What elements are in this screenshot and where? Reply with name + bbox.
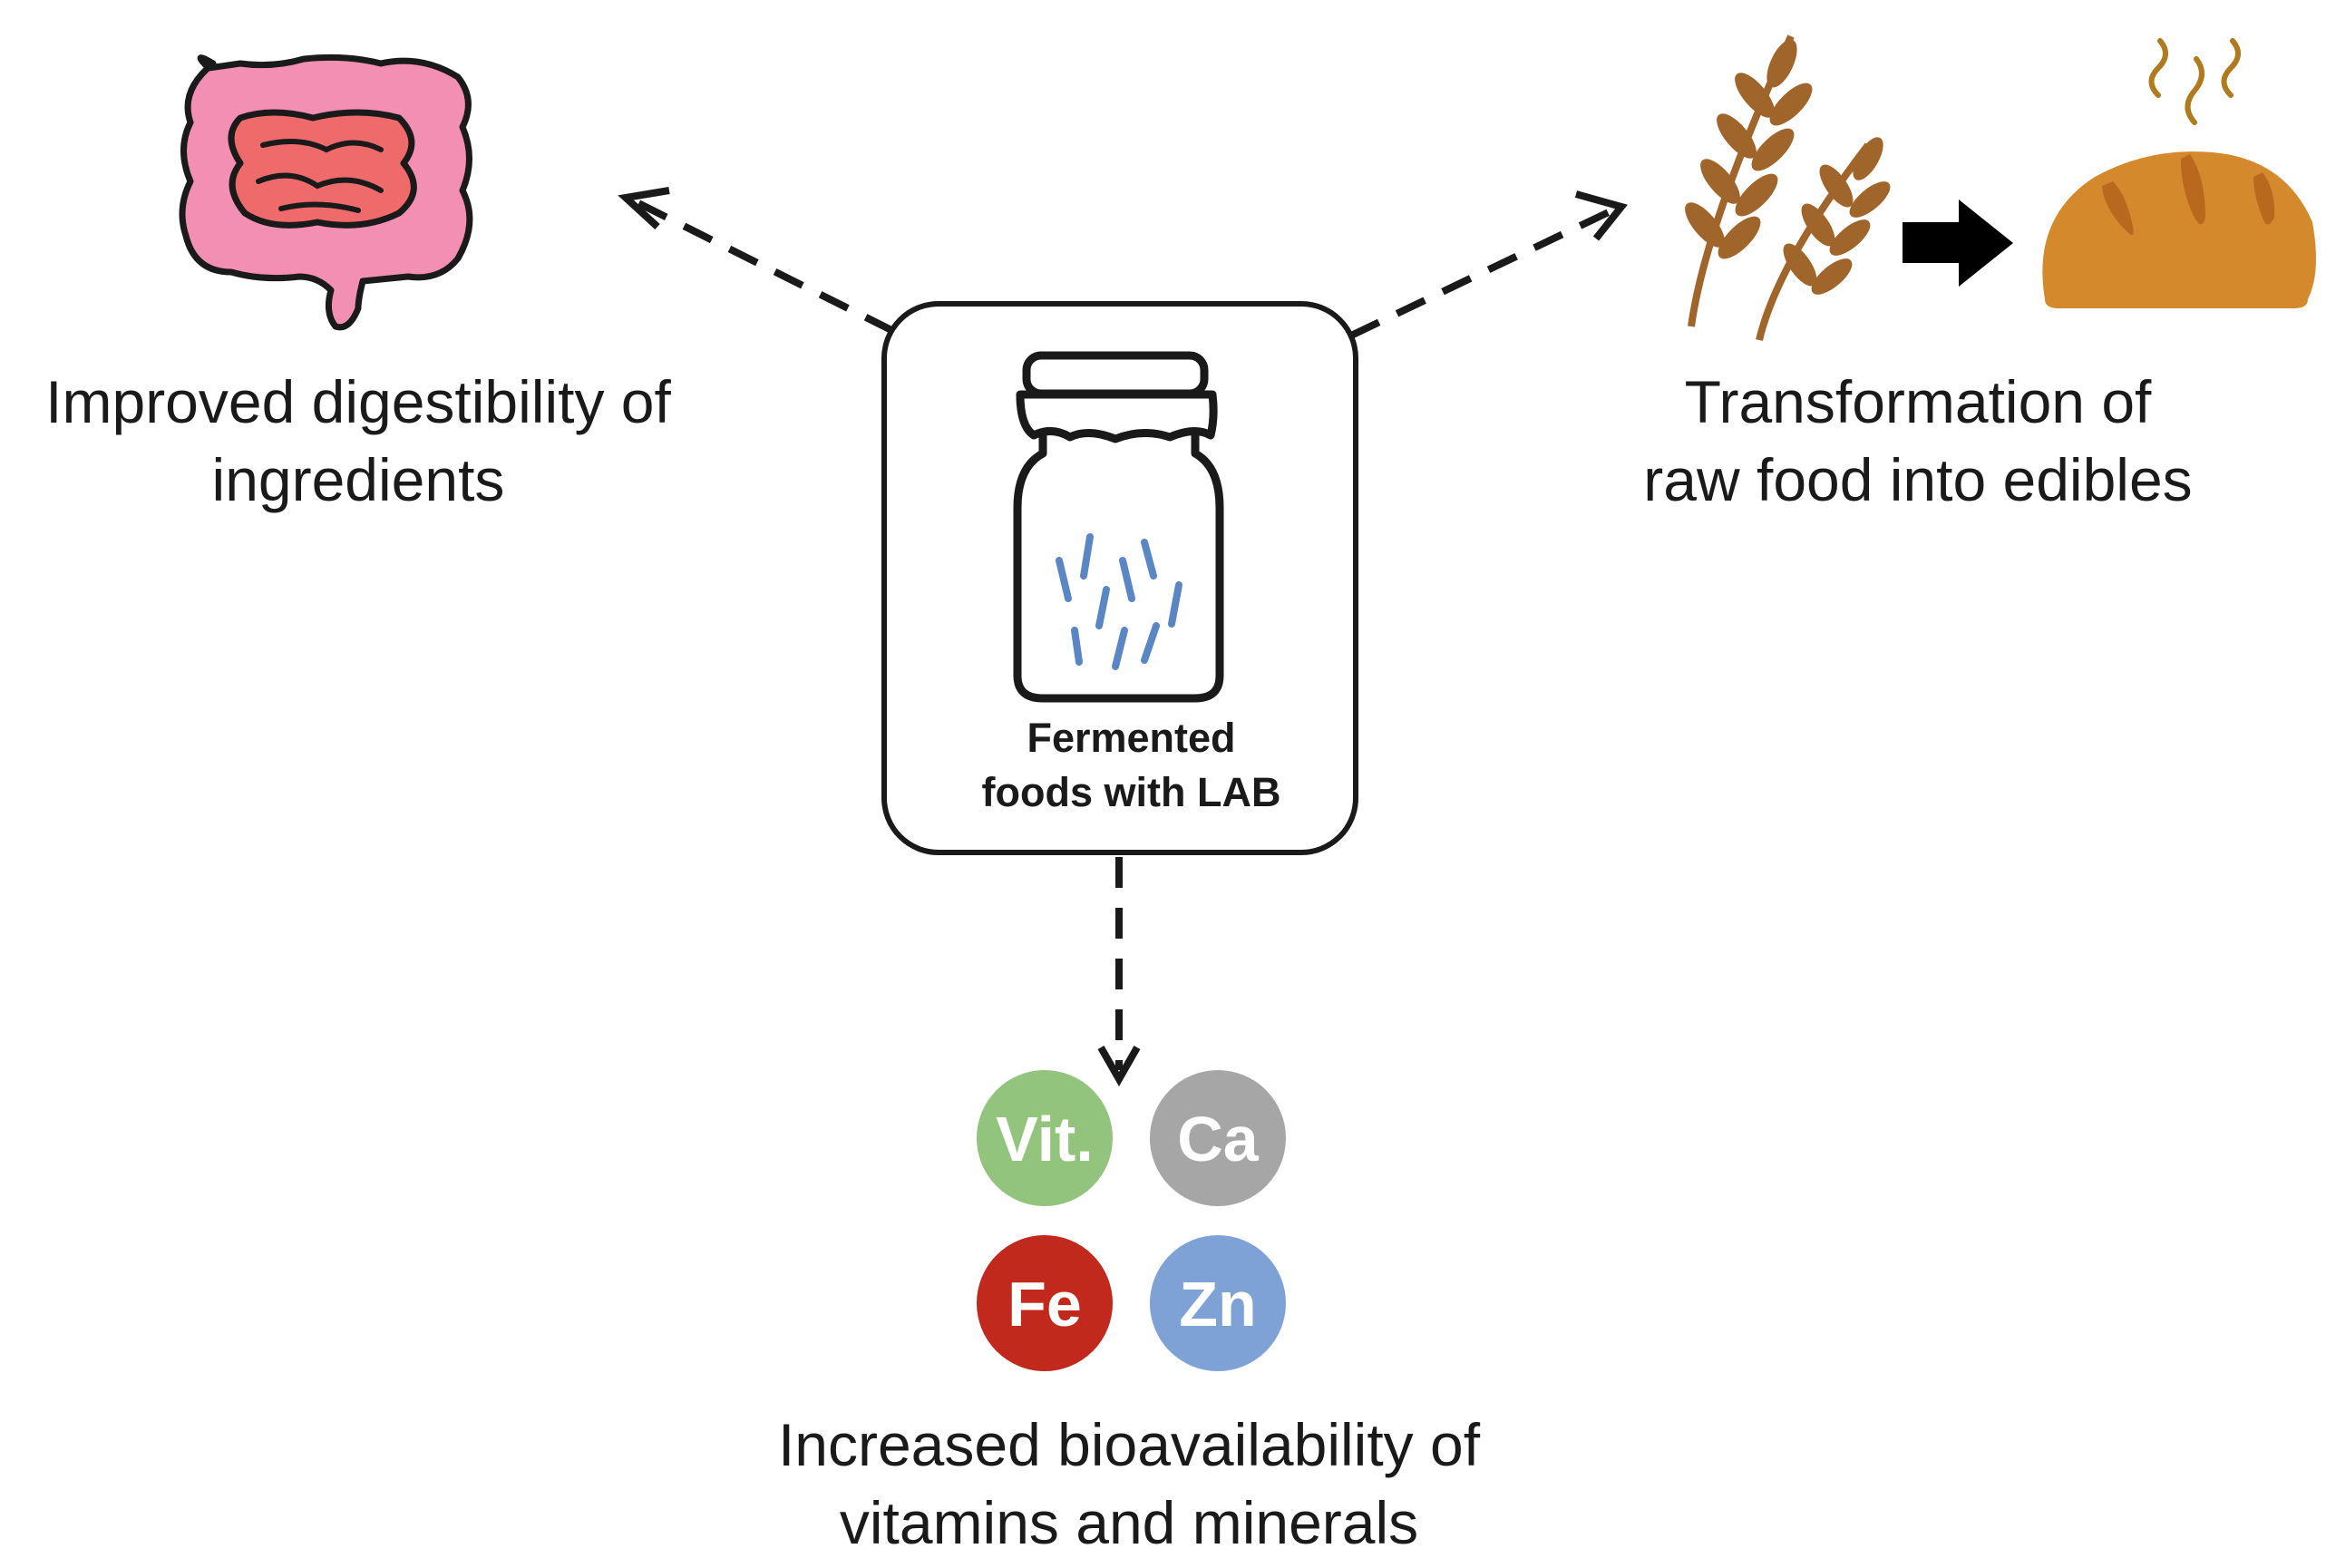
outcome-transformation-line2: raw food into edibles xyxy=(1643,446,2193,513)
right-arrow-icon xyxy=(1903,200,2013,287)
outcome-transformation-line1: Transformation of xyxy=(1684,368,2152,435)
center-label-line1: Fermented xyxy=(1027,715,1236,761)
outcome-bioavailability-label: Increased bioavailability of vitamins an… xyxy=(635,1406,1623,1562)
connector-bioavailability xyxy=(1097,857,1141,1087)
center-label-line2: foods with LAB xyxy=(981,769,1281,815)
center-label: Fermented foods with LAB xyxy=(884,711,1378,820)
nutrient-vitamins: Vit. xyxy=(973,1066,1116,1210)
outcome-bioavailability-line1: Increased bioavailability of xyxy=(777,1411,1481,1478)
connector-digestibility xyxy=(618,187,895,335)
center-box xyxy=(881,301,1358,855)
bacteria-icon xyxy=(1056,533,1182,670)
outcome-bioavailability-line2: vitamins and minerals xyxy=(839,1489,1419,1556)
nutrient-calcium: Ca xyxy=(1146,1066,1290,1210)
nutrient-zinc: Zn xyxy=(1146,1232,1290,1375)
bread-icon xyxy=(2042,38,2316,308)
outcome-transformation-label: Transformation of raw food into edibles xyxy=(1573,363,2263,519)
nutrient-iron: Fe xyxy=(973,1232,1116,1375)
outcome-digestibility-line1: Improved digestibility of xyxy=(45,368,671,435)
fermentation-jar-icon xyxy=(1013,351,1224,703)
connector-transformation xyxy=(1349,190,1628,339)
nutrient-label: Zn xyxy=(1179,1269,1257,1339)
nutrient-label: Vit. xyxy=(996,1104,1094,1174)
outcome-digestibility-label: Improved digestibility of ingredients xyxy=(0,363,716,519)
intestine-icon xyxy=(179,54,473,331)
nutrient-label: Fe xyxy=(1007,1269,1082,1339)
nutrient-label: Ca xyxy=(1177,1104,1260,1174)
outcome-digestibility-line2: ingredients xyxy=(211,446,505,513)
wheat-icon xyxy=(1685,34,1891,341)
